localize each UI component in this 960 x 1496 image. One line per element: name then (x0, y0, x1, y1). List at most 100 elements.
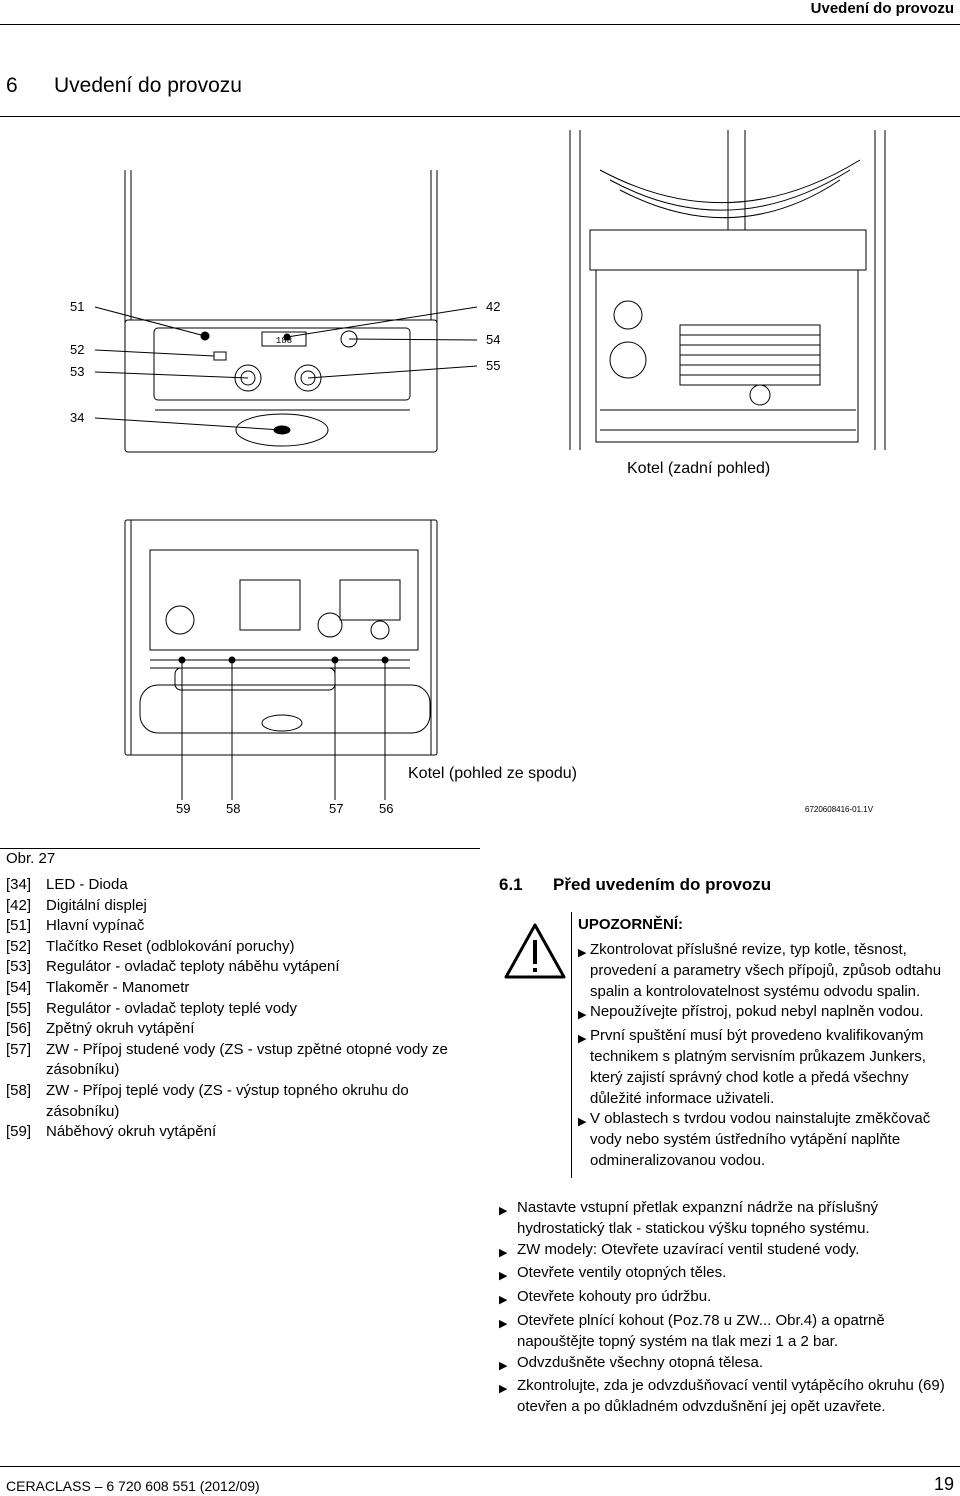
warning-item-text: Nepoužívejte přístroj, pokud nebyl napln… (590, 1003, 924, 1021)
legend-item: [34] LED - Dioda (6, 875, 486, 896)
step-text: Zkontrolujte, zda je odvzdušňovací venti… (517, 1377, 945, 1416)
step-item: ▶ Otevřete kohouty pro údržbu. (499, 1287, 954, 1311)
legend-item: [55] Regulátor - ovladač teploty teplé vo… (6, 999, 486, 1020)
header-rule (0, 24, 960, 25)
callout-34: 34 (70, 410, 84, 425)
legend-key: [34] (6, 876, 32, 893)
step-text: Otevřete kohouty pro údržbu. (517, 1288, 712, 1306)
legend-key: [42] (6, 896, 32, 914)
boiler-figure: 51 52 53 34 42 54 55 59 58 57 56 188 Kot… (70, 130, 886, 816)
bullet-arrow-icon: ▶ (499, 1294, 508, 1307)
step-text: Otevřete ventily otopných těles. (517, 1264, 727, 1282)
figure-caption: Obr. 27 (6, 850, 56, 867)
legend-key: [58] (6, 1081, 32, 1099)
callout-54: 54 (486, 332, 500, 347)
bullet-arrow-icon: ▶ (578, 1116, 587, 1129)
bullet-arrow-icon: ▶ (499, 1246, 508, 1259)
step-item: ▶ ZW modely: Otevřete uzavírací ventil st… (499, 1240, 954, 1264)
legend-item: [57] ZW - Přípoj studené vody (ZS - vstup… (6, 1040, 486, 1081)
legend-item: [56] Zpětný okruh vytápění (6, 1019, 486, 1040)
warning-item-text: Zkontrolovat příslušné revize, typ kotle… (590, 941, 942, 1000)
warning-list: ▶Zkontrolovat příslušné revize, typ kotl… (578, 940, 948, 1172)
bullet-arrow-icon: ▶ (499, 1270, 508, 1283)
callout-53: 53 (70, 364, 84, 379)
warning-item-text: V oblastech s tvrdou vodou nainstalujte … (590, 1110, 931, 1169)
warning-title: UPOZORNĚNÍ: (578, 916, 683, 933)
boiler-front-view (124, 170, 438, 453)
warning-item: ▶První spuštění musí být provedeno kvali… (578, 1026, 948, 1109)
rear-view-label: Kotel (zadní pohled) (627, 460, 770, 477)
bullet-arrow-icon: ▶ (499, 1317, 508, 1330)
callout-52: 52 (70, 342, 84, 357)
page-number: 19 (933, 1474, 954, 1494)
legend-key: [53] (6, 958, 32, 976)
legend-text: Tlačítko Reset (odblokování poruchy) (46, 937, 295, 955)
callout-42: 42 (486, 299, 500, 314)
legend-text: Digitální displej (46, 896, 147, 914)
figure-legend: [34] LED - Dioda [42] Digitální displej [5… (6, 875, 486, 1143)
warning-item: ▶Nepoužívejte přístroj, pokud nebyl napl… (578, 1002, 948, 1026)
callout-51: 51 (70, 299, 84, 314)
legend-text: Hlavní vypínač (46, 917, 145, 935)
step-item: ▶ Nastavte vstupní přetlak expanzní nádrž… (499, 1198, 954, 1240)
step-text: Otevřete plnící kohout (Poz.78 u ZW... O… (517, 1311, 885, 1350)
legend-text: ZW - Přípoj studené vody (ZS - vstup zpě… (46, 1040, 448, 1079)
legend-key: [56] (6, 1020, 32, 1038)
bullet-arrow-icon: ▶ (578, 947, 587, 959)
front-leader-lines (94, 306, 478, 431)
step-item: ▶Odvzdušněte všechny otopná tělesa. (499, 1353, 954, 1377)
callout-58: 58 (226, 801, 240, 816)
bullet-arrow-icon: ▶ (578, 1009, 587, 1022)
step-text: ZW modely: Otevřete uzavírací ventil stu… (517, 1240, 860, 1258)
legend-item: [58] ZW - Přípoj teplé vody (ZS - výstup … (6, 1081, 486, 1122)
section-number: 6 (6, 74, 18, 97)
figure-code: 6720608416-01.1V (805, 805, 874, 814)
legend-text: Náběhový okruh vytápění (46, 1123, 217, 1141)
callout-57: 57 (329, 801, 343, 816)
section-title: Uvedení do provozu (54, 74, 242, 97)
step-item: ▶ Otevřete plnící kohout (Poz.78 u ZW... … (499, 1311, 954, 1353)
legend-item: [52] Tlačítko Reset (odblokování poruchy) (6, 937, 486, 958)
callout-56: 56 (379, 801, 393, 816)
legend-item: [54]Tlakoměr - Manometr (6, 978, 486, 999)
section-rule (0, 116, 960, 117)
step-text: Odvzdušněte všechny otopná tělesa. (517, 1353, 763, 1371)
boiler-rear-view (569, 130, 886, 450)
legend-text: Tlakoměr - Manometr (46, 978, 190, 996)
bullet-arrow-icon: ▶ (499, 1205, 508, 1217)
warning-item: ▶Zkontrolovat příslušné revize, typ kotl… (578, 940, 948, 1002)
legend-text: Regulátor - ovladač teploty teplé vody (46, 999, 297, 1017)
callout-55: 55 (486, 358, 500, 373)
legend-key: [51] (6, 917, 32, 935)
bullet-arrow-icon: ▶ (578, 1033, 587, 1046)
subsection-title: Před uvedením do provozu (553, 875, 772, 894)
legend-item: [59] Náběhový okruh vytápění (6, 1122, 486, 1143)
bottom-leader-lines (181, 660, 386, 800)
legend-text: LED - Dioda (46, 876, 128, 893)
figure-rule (0, 848, 480, 849)
legend-text: Regulátor - ovladač teploty náběhu vytáp… (46, 958, 340, 976)
running-header: Uvedení do provozu (810, 0, 954, 17)
bottom-view-label: Kotel (pohled ze spodu) (408, 765, 577, 782)
legend-key: [57] (6, 1040, 32, 1058)
legend-key: [59] (6, 1123, 32, 1141)
legend-text: ZW - Přípoj teplé vody (ZS - výstup topn… (46, 1081, 409, 1120)
legend-item: [42] Digitální displej (6, 896, 486, 917)
legend-item: [51] Hlavní vypínač (6, 916, 486, 937)
legend-key: [55] (6, 999, 32, 1017)
legend-text: Zpětný okruh vytápění (46, 1020, 195, 1038)
legend-item: [53] Regulátor - ovladač teploty náběhu v… (6, 957, 486, 978)
warning-item: ▶V oblastech s tvrdou vodou nainstalujte… (578, 1109, 948, 1171)
display-digits: 188 (276, 336, 292, 346)
warning-triangle-icon (504, 923, 566, 979)
boiler-bottom-view (124, 519, 438, 756)
warning-divider (571, 912, 572, 1178)
callout-59: 59 (176, 801, 190, 816)
step-item: ▶Zkontrolujte, zda je odvzdušňovací vent… (499, 1376, 954, 1418)
step-item: ▶ Otevřete ventily otopných těles. (499, 1263, 954, 1287)
warning-block: UPOZORNĚNÍ: ▶Zkontrolovat příslušné revi… (499, 912, 954, 1178)
step-text: Nastavte vstupní přetlak expanzní nádrže… (517, 1199, 879, 1237)
legend-key: [52] (6, 937, 32, 955)
footer-doc-id: CERACLASS – 6 720 608 551 (2012/09) (6, 1478, 260, 1494)
